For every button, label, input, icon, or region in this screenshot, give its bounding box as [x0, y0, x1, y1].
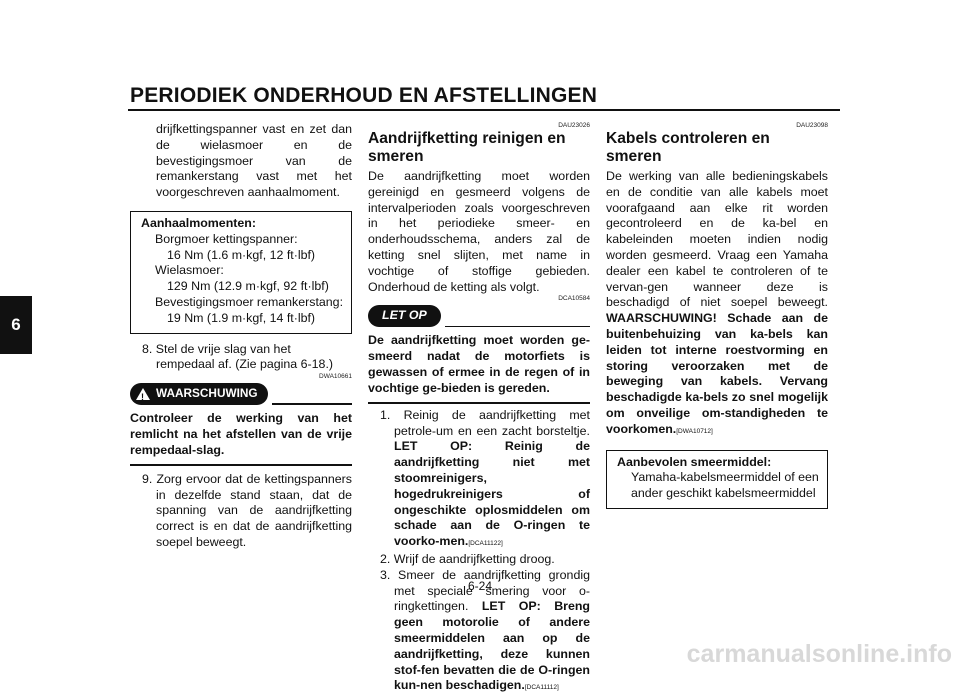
step-1-text: 1. Reinig de aandrijfketting met petrole… [380, 407, 590, 438]
torque-line: Borgmoer kettingspanner: [155, 231, 298, 246]
caution-end-rule [368, 402, 590, 404]
body-text: De werking van alle bedieningskabels en … [606, 169, 828, 310]
step-1-caution: LET OP: Reinig de aandrijfketting niet m… [394, 439, 590, 549]
section-heading: Aandrijfketting reinigen en smeren [368, 130, 566, 165]
step-9: 9. Zorg ervoor dat de kettingspanners in… [142, 471, 352, 550]
torque-box: Aanhaalmomenten: Borgmoer kettingspanner… [130, 210, 352, 334]
section-heading: Kabels controleren en smeren [606, 130, 770, 165]
lubricant-box: Aanbevolen smeermiddel: Yamaha-kabelsmee… [606, 449, 828, 509]
caution-code: DCA10584 [558, 295, 590, 303]
column-3: DAU23098 Kabels controleren en smeren De… [606, 122, 828, 517]
step-1: 1. Reinig de aandrijfketting met petrole… [368, 408, 590, 552]
torque-value: 19 Nm (1.9 m·kgf, 14 ft·lbf) [167, 310, 316, 325]
warning-banner: ! WAARSCHUWING [130, 383, 352, 405]
watermark: carmanualsonline.info [686, 640, 952, 668]
caution-banner: LET OP [368, 305, 590, 328]
page-header-title: PERIODIEK ONDERHOUD EN AFSTELLINGEN [130, 84, 598, 107]
page-number: 6-24 [467, 579, 493, 593]
warning-end-rule [130, 464, 352, 466]
warning-label: WAARSCHUWING [156, 386, 258, 401]
warning-rule [271, 403, 352, 405]
section-body: De werking van alle bedieningskabels en … [606, 169, 828, 440]
warning-text: Controleer de werking van het remlicht n… [130, 410, 352, 457]
header-rule [128, 109, 840, 111]
lubricant-box-title: Aanbevolen smeermiddel: [617, 454, 772, 469]
warning-ref: [DWA10712] [676, 427, 713, 435]
step-2: 2. Wrijf de aandrijfketting droog. [380, 552, 555, 567]
torque-value: 16 Nm (1.6 m·kgf, 12 ft·lbf) [167, 247, 316, 262]
chapter-tab: 6 [0, 296, 32, 354]
torque-line: Bevestigingsmoer remankerstang: [155, 294, 344, 309]
warning-pill: ! WAARSCHUWING [130, 383, 268, 405]
section-code: DAU23026 [558, 122, 590, 129]
step7-continuation: drijfkettingspanner vast en zet dan de w… [156, 122, 352, 200]
section-intro: De aandrijfketting moet worden gereinigd… [368, 169, 590, 294]
torque-value: 129 Nm (12.9 m·kgf, 92 ft·lbf) [167, 279, 329, 294]
torque-line: Wielasmoer: [155, 263, 224, 278]
column-2: DAU23026 Aandrijfketting reinigen en sme… [368, 122, 590, 696]
torque-box-title: Aanhaalmomenten: [141, 215, 256, 230]
warning-code: DWA10661 [319, 373, 352, 381]
warning-triangle-icon: ! [136, 388, 150, 402]
column-1: drijfkettingspanner vast en zet dan de w… [130, 122, 352, 551]
step-1-ref: [DCA11122] [468, 540, 503, 548]
step-3-ref: [DCA11112] [524, 684, 559, 692]
step-8: 8. Stel de vrije slag van het rempedaal … [142, 341, 334, 372]
caution-text: De aandrijfketting moet worden ge-smeerd… [368, 333, 590, 395]
lubricant-text: Yamaha-kabelsmeermiddel of een ander ges… [631, 470, 819, 501]
step-3-text: 3. Smeer de aandrijfketting grondig met … [380, 567, 590, 614]
caution-rule [444, 325, 590, 328]
inline-warning: WAARSCHUWING! Schade aan de buitenbehuiz… [606, 311, 828, 436]
section-code: DAU23098 [796, 122, 828, 129]
caution-label: LET OP [368, 305, 441, 328]
